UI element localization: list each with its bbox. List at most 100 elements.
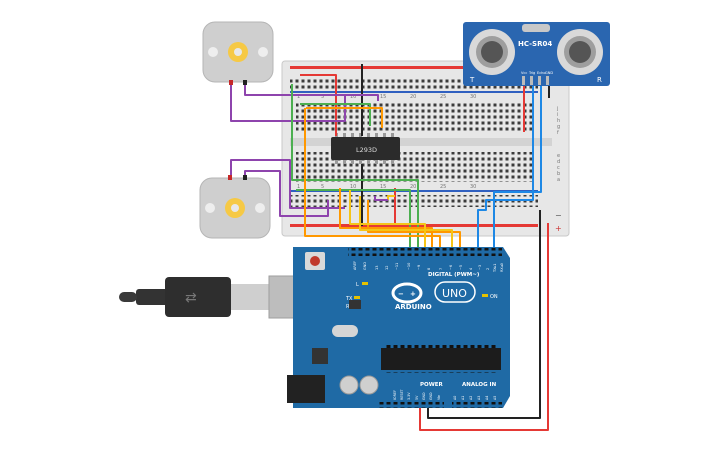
dc-motor-2[interactable]	[199, 175, 271, 239]
wire-orange-3[interactable]	[339, 188, 433, 250]
dc-motor-1[interactable]	[202, 21, 274, 85]
wire-green-2[interactable]	[300, 103, 371, 126]
row-letter-j: j	[556, 106, 558, 112]
col-number-bottom-1: 1	[297, 184, 300, 190]
row-letter-h: h	[557, 118, 560, 124]
arduino-logo-icon: − +	[391, 282, 423, 304]
sensor-mark-t: T	[469, 76, 475, 84]
pin-label-a4: A4	[485, 396, 489, 400]
pin-label-9: ~9	[417, 265, 421, 270]
wire-purple-motor1-b[interactable]	[244, 82, 379, 101]
bottom-rail-holes	[290, 195, 538, 207]
pin-label-ioref: IOREF	[393, 390, 397, 400]
wire-purple-motor2-a[interactable]	[230, 159, 345, 209]
plus-sign: +	[555, 224, 562, 233]
sensor-mark-r: R	[597, 76, 602, 84]
uno-label: UNO	[442, 287, 467, 300]
row-letter-b: b	[557, 171, 560, 177]
sensor-pin-trig-label: Trig	[528, 71, 535, 75]
col-number-top-25: 25	[440, 94, 446, 100]
led-l	[362, 282, 368, 285]
arduino-brand: ARDUINO	[395, 303, 432, 311]
row-letter-c: c	[557, 165, 560, 171]
arduino-uno-board[interactable]: AREF GND 13 12 ~11 ~10 ~9 8 7 ~6 ~5 4 ~3…	[287, 247, 510, 408]
voltage-regulator	[312, 348, 328, 364]
pin-label-13: 13	[375, 266, 379, 270]
led-l-label: L	[356, 282, 359, 288]
wire-yellow-2[interactable]	[359, 196, 453, 250]
col-number-bottom-10: 10	[350, 184, 356, 190]
pin-label-3v3: 3.3V	[407, 392, 411, 400]
led-on-label: ON	[490, 294, 498, 300]
wire-black-gnd[interactable]	[427, 210, 541, 419]
analog-in-label: ANALOG IN	[462, 382, 497, 388]
wire-yellow-short[interactable]	[387, 195, 395, 200]
top-plus-rail-line	[290, 66, 538, 69]
center-channel	[290, 138, 552, 146]
small-ic	[349, 300, 361, 309]
sensor-pin-vcc-label: Vcc	[521, 71, 527, 75]
col-number-bottom-5: 5	[321, 184, 324, 190]
bottom-plus-rail-line	[290, 224, 538, 227]
bottom-minus-rail-line	[290, 190, 538, 192]
col-number-top-10: 10	[350, 94, 356, 100]
wire-yellow-1[interactable]	[349, 190, 426, 250]
crystal	[332, 325, 358, 337]
led-tx	[354, 296, 360, 299]
analog-header	[452, 402, 502, 408]
capacitor-1	[339, 375, 359, 395]
col-number-bottom-30: 30	[470, 184, 476, 190]
pin-label-4: 4	[469, 267, 473, 270]
top-minus-rail-line	[290, 91, 538, 93]
wires	[230, 64, 550, 431]
row-letter-f: f	[557, 130, 559, 136]
upper-terminal-holes	[296, 101, 534, 131]
l293d-chip[interactable]: L293D	[331, 133, 400, 164]
wire-blue-echo[interactable]	[477, 84, 534, 250]
pin-label-8: 8	[427, 268, 431, 270]
svg-text:−: −	[398, 290, 404, 298]
capacitor-2	[359, 375, 379, 395]
row-letter-a: a	[557, 177, 560, 183]
wire-orange-1[interactable]	[306, 107, 383, 128]
col-number-top-15: 15	[380, 94, 386, 100]
pin-label-3: ~3	[478, 265, 482, 270]
pin-label-6: ~6	[449, 265, 453, 270]
wire-red-top[interactable]	[300, 74, 337, 136]
pin-label-a0: A0	[453, 396, 457, 400]
atmega-chip	[381, 348, 501, 370]
sensor-pin-echo-label: Echo	[537, 71, 546, 75]
svg-text:+: +	[410, 290, 416, 298]
hc-sr04-sensor[interactable]: HC-SR04 T R Vcc Trig Echo GND	[463, 22, 610, 86]
digital-pwm-label: DIGITAL (PWM~)	[428, 272, 480, 278]
uno-badge	[434, 281, 476, 303]
minus-sign: −	[555, 211, 562, 220]
wire-red-5v[interactable]	[419, 223, 549, 431]
pin-label-11: ~11	[395, 263, 399, 270]
breadboard: j i h g f e d c b a 1 5 10 15 20 25 30 1…	[281, 60, 570, 237]
pin-label-7: 7	[439, 268, 443, 270]
pin-label-12: 12	[385, 266, 389, 270]
pin-label-rx0: RX◂0	[500, 263, 504, 272]
col-number-bottom-25: 25	[440, 184, 446, 190]
pin-label-gnd: GND	[363, 262, 367, 270]
wire-green-1[interactable]	[291, 84, 419, 250]
pin-label-5v: 5V	[415, 395, 419, 400]
wire-purple-short[interactable]	[374, 196, 388, 201]
wire-orange-2[interactable]	[304, 108, 441, 250]
digital-header	[348, 248, 502, 256]
col-number-top-5: 5	[321, 94, 324, 100]
col-number-top-20: 20	[410, 94, 416, 100]
power-jack[interactable]	[287, 375, 325, 403]
row-letter-e: e	[557, 153, 560, 159]
wire-purple-motor2-b[interactable]	[244, 170, 329, 217]
chip-label: L293D	[356, 146, 377, 154]
pin-label-10: ~10	[407, 263, 411, 270]
pin-label-reset: RESET	[400, 388, 404, 400]
wire-orange-4[interactable]	[367, 200, 461, 250]
wire-blue-trig[interactable]	[493, 84, 542, 250]
col-number-bottom-20: 20	[410, 184, 416, 190]
pin-label-2: 2	[486, 268, 490, 270]
usb-symbol-icon: ⇄	[185, 290, 197, 306]
